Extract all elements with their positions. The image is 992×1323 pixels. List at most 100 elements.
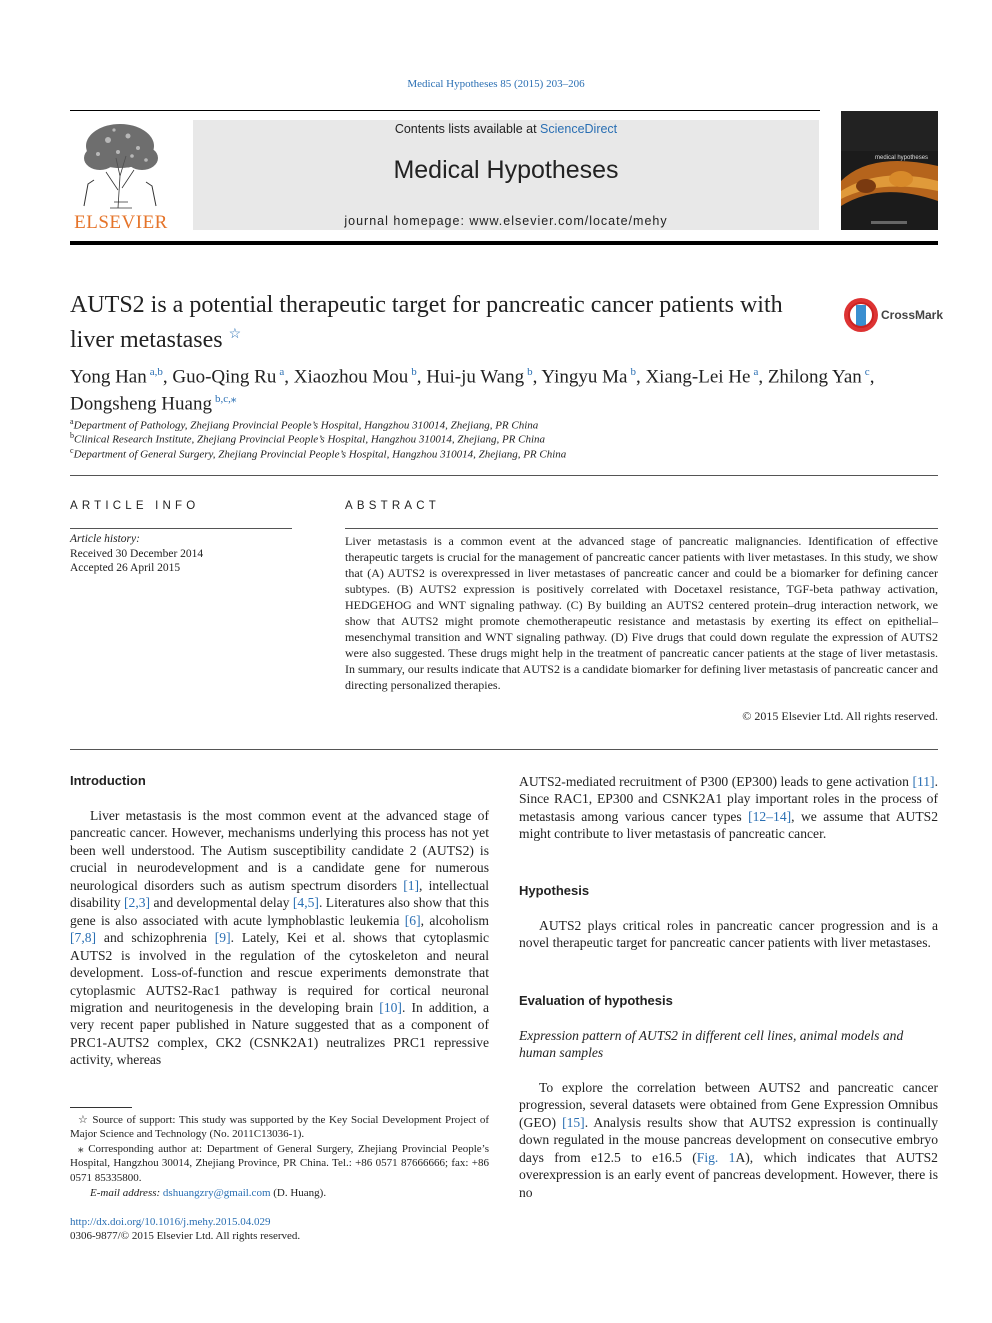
author-affiliation-mark[interactable]: a [753,366,759,378]
author-affiliation-mark[interactable]: c [864,366,870,378]
hypothesis-heading: Hypothesis [519,883,590,898]
affiliation-text: Department of Pathology, Zhejiang Provin… [73,419,539,432]
reference-link[interactable]: [10] [379,999,402,1015]
author-affiliation-mark[interactable]: b,c,⁎ [214,393,237,406]
author-separator: , [284,366,294,388]
contents-line: Contents lists available at ScienceDirec… [193,122,819,136]
footnote-support: ☆ Source of support: This study was supp… [70,1113,489,1142]
author-name[interactable]: Yingyu Ma [541,366,628,388]
author-separator: , [758,366,768,388]
text-run: Liver metastasis is the most common even… [70,808,489,893]
author-name[interactable]: Yong Han [70,366,147,388]
footnote-text: Corresponding author at: Department of G… [70,1143,489,1184]
history-label: Article history: [70,533,140,545]
text-run: , alcoholism [420,912,489,928]
section-divider [70,749,938,750]
author-affiliation-mark[interactable]: b [630,366,636,378]
author-name[interactable]: Xiaozhou Mou [293,366,409,388]
reference-link[interactable]: [4,5] [292,895,319,911]
elsevier-tree-icon [83,124,158,209]
text-run: , intellectual disability [70,877,490,911]
accepted-date: Accepted 26 April 2015 [70,562,181,574]
elsevier-wordmark: ELSEVIER [74,212,168,233]
text-run: To explore the correlation between AUTS2… [519,1080,938,1130]
author-name[interactable]: Guo-Qing Ru [172,366,277,388]
affiliation-key: c [70,446,74,455]
reference-link[interactable]: [11] [912,774,935,789]
text-run: . Lately, Kei et al. shows that cytoplas… [70,930,490,1015]
introduction-heading: Introduction [70,773,146,788]
expression-paragraph: To explore the correlation between AUTS2… [519,1079,938,1201]
reference-link[interactable]: [7,8] [70,930,97,946]
reference-link[interactable]: [15] [562,1114,585,1130]
hypothesis-paragraph: AUTS2 plays critical roles in pancreatic… [519,918,938,951]
author-name[interactable]: Zhilong Yan [767,366,862,388]
doi-link[interactable]: http://dx.doi.org/10.1016/j.mehy.2015.04… [70,1216,271,1228]
article-title: AUTS2 is a potential therapeutic target … [70,291,820,355]
title-footnote-mark[interactable]: ☆ [228,327,242,342]
reference-link[interactable]: [6] [404,912,421,928]
author-name[interactable]: Dongsheng Huang [70,393,212,415]
author-affiliation-mark[interactable]: a [279,366,285,378]
sciencedirect-link[interactable]: ScienceDirect [540,122,618,136]
elsevier-logo[interactable]: ELSEVIER [70,118,172,234]
header-top-rule [70,110,820,111]
affiliation-key: b [70,431,74,440]
introduction-continued: AUTS2-mediated recruitment of P300 (EP30… [519,773,938,843]
affiliation-key: a [70,417,74,426]
abstract-copyright: © 2015 Elsevier Ltd. All rights reserved… [742,709,938,723]
text-run: , we assume that AUTS2 might contribute … [519,808,938,842]
contents-prefix: Contents lists available at [394,122,541,136]
author-separator: , [532,366,542,388]
email-suffix: (D. Huang). [270,1187,327,1199]
reference-link[interactable]: [1] [403,877,420,893]
author-name[interactable]: Hui-ju Wang [426,366,525,388]
figure-link[interactable]: Fig. 1 [696,1149,736,1165]
expression-subheading: Expression pattern of AUTS2 in different… [519,1028,904,1061]
text-run: . Analysis results show that AUTS2 expre… [519,1114,938,1165]
article-history: Article history: Received 30 December 20… [70,532,292,576]
abstract-rule [345,528,938,529]
abstract-text: Liver metastasis is a common event at th… [345,534,938,692]
reference-link[interactable]: [12–14] [748,808,792,824]
email-label: E-mail address: [90,1187,161,1199]
article-info-rule [70,528,292,529]
journal-name: Medical Hypotheses [393,156,619,184]
crossmark-label: CrossMark [881,308,944,322]
text-run: A), which indicates that AUTS2 overexpre… [519,1149,938,1200]
author-separator: , [869,366,875,388]
text-run: . In addition, a very recent paper publi… [70,999,489,1068]
affiliation-c: cDepartment of General Surgery, Zhejiang… [70,446,566,461]
crossmark-badge[interactable]: CrossMark [843,297,944,335]
author-separator: , [416,366,427,388]
abstract-heading: ABSTRACT [345,500,440,512]
journal-citation-link[interactable]: Medical Hypotheses 85 (2015) 203–206 [407,78,585,90]
introduction-paragraph: Liver metastasis is the most common even… [70,807,489,1069]
affiliation-b: bClinical Research Institute, Zhejiang P… [70,431,545,446]
text-run: and schizophrenia [96,930,215,946]
journal-homepage[interactable]: journal homepage: www.elsevier.com/locat… [344,214,668,228]
journal-cover-image[interactable]: medical hypotheses [841,111,938,230]
crossmark-icon [844,298,878,332]
email-link[interactable]: dshuangzry@gmail.com [162,1187,271,1199]
article-title-text: AUTS2 is a potential therapeutic target … [70,292,783,353]
footnote-rule [70,1107,132,1108]
author-affiliation-mark[interactable]: b [527,366,533,378]
section-divider [70,475,938,476]
journal-header-box: Contents lists available at ScienceDirec… [193,120,819,230]
author-separator: , [635,366,646,388]
affiliation-text: Department of General Surgery, Zhejiang … [73,448,567,461]
reference-link[interactable]: [2,3] [124,895,151,911]
author-name[interactable]: Xiang-Lei He [645,366,751,388]
author-separator: , [162,366,173,388]
reference-link[interactable]: [9] [214,930,231,946]
footnote-corresponding: ⁎ Corresponding author at: Department of… [70,1142,489,1185]
author-affiliation-mark[interactable]: b [411,366,417,378]
footnote-email: E-mail address: dshuangzry@gmail.com (D.… [70,1186,489,1200]
affiliation-a: aDepartment of Pathology, Zhejiang Provi… [70,417,538,432]
footnote-mark: ⁎ [78,1143,84,1155]
affiliation-text: Clinical Research Institute, Zhejiang Pr… [74,433,546,446]
header-thick-rule [70,241,938,245]
author-affiliation-mark[interactable]: a,b [149,366,163,378]
